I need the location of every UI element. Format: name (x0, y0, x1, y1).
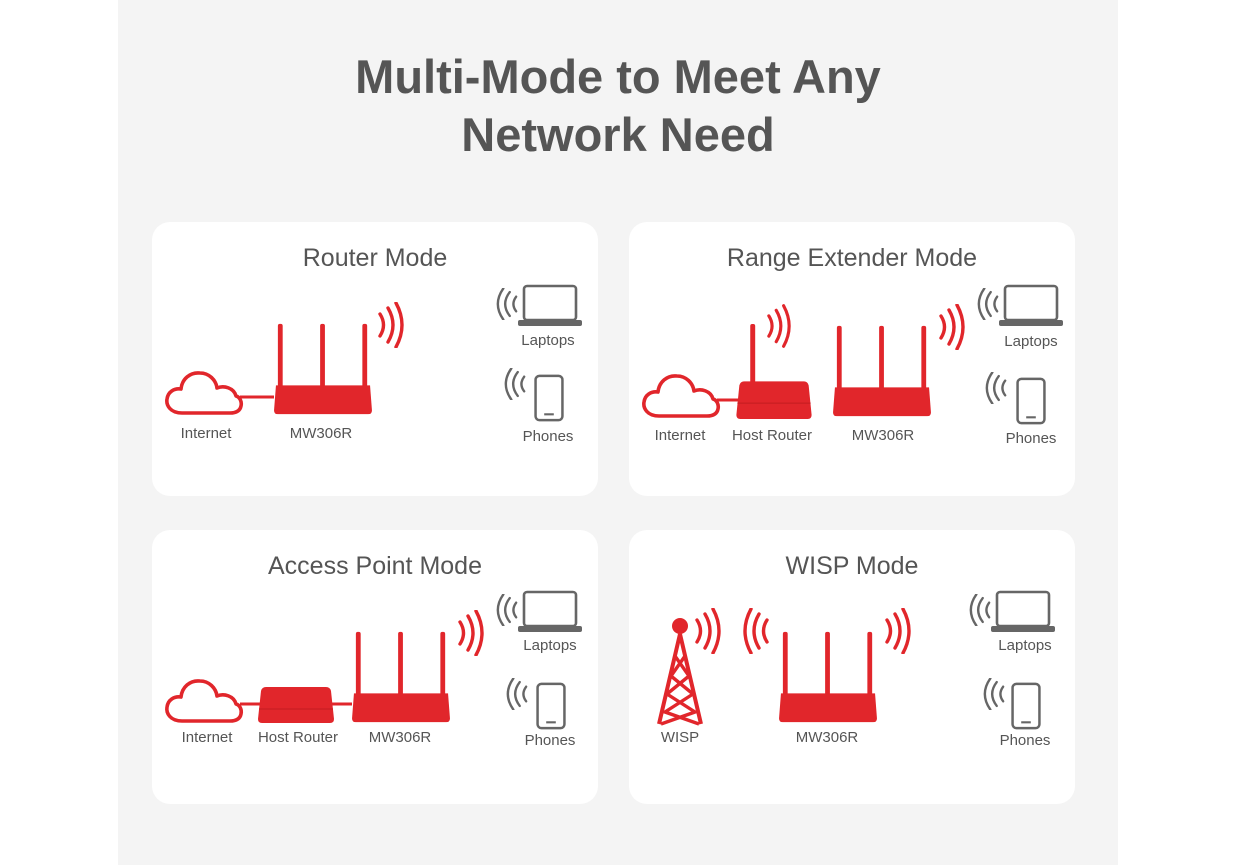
router-mode-card: Router Mode Internet MW306R Laptops Phon… (152, 222, 598, 496)
laptops-label: Laptops (523, 637, 577, 654)
internet-label: Internet (654, 427, 706, 444)
laptop-icon (518, 284, 582, 328)
internet-label: Internet (181, 729, 233, 746)
router-icon (833, 325, 931, 417)
phones-label: Phones (1005, 430, 1057, 447)
router-icon (779, 631, 877, 723)
card-title: Router Mode (302, 244, 448, 272)
card-title: Range Extender Mode (726, 244, 978, 272)
phones-label: Phones (522, 428, 574, 445)
wifi-waves-icon (378, 302, 404, 348)
access-point-mode-card: Access Point Mode Internet Host Router M… (152, 530, 598, 804)
host-router-label: Host Router (731, 427, 813, 444)
device-label: MW306R (795, 729, 859, 746)
wifi-waves-icon (767, 304, 791, 348)
wifi-waves-icon (985, 372, 1007, 404)
wifi-waves-icon (969, 594, 991, 626)
phone-icon (1016, 377, 1046, 425)
phones-label: Phones (999, 732, 1051, 749)
wifi-waves-icon (504, 368, 526, 400)
wifi-waves-icon (695, 608, 721, 654)
phone-icon (534, 374, 564, 422)
laptop-icon (518, 590, 582, 634)
device-label: MW306R (368, 729, 432, 746)
host-router-label: Host Router (257, 729, 339, 746)
device-label: MW306R (289, 425, 353, 442)
wisp-label: WISP (660, 729, 700, 746)
host-router-icon (258, 686, 334, 724)
wifi-waves-icon (458, 610, 484, 656)
range-extender-mode-card: Range Extender Mode Internet Host Router… (629, 222, 1075, 496)
cloud-icon (165, 371, 244, 415)
phone-icon (536, 682, 566, 730)
wifi-waves-icon (743, 608, 769, 654)
phone-icon (1011, 682, 1041, 730)
router-icon (274, 323, 372, 415)
device-label: MW306R (851, 427, 915, 444)
cloud-icon (642, 374, 721, 418)
wifi-waves-icon (983, 678, 1005, 710)
wifi-waves-icon (506, 678, 528, 710)
internet-label: Internet (180, 425, 232, 442)
wifi-waves-icon (939, 304, 965, 350)
phones-label: Phones (524, 732, 576, 749)
laptop-icon (999, 284, 1063, 328)
card-title: WISP Mode (785, 552, 919, 580)
laptops-label: Laptops (998, 637, 1052, 654)
page-title: Multi-Mode to Meet Any Network Need (118, 48, 1118, 164)
wifi-waves-icon (977, 288, 999, 320)
laptops-label: Laptops (1004, 333, 1058, 350)
wifi-waves-icon (885, 608, 911, 654)
host-router-icon (736, 323, 812, 420)
router-icon (352, 631, 450, 723)
card-title: Access Point Mode (268, 552, 482, 580)
wisp-mode-card: WISP Mode WISP MW306R Laptops Phones (629, 530, 1075, 804)
laptops-label: Laptops (521, 332, 575, 349)
tower-icon (657, 616, 703, 726)
wifi-waves-icon (496, 288, 518, 320)
cloud-icon (165, 679, 244, 723)
title-line-1: Multi-Mode to Meet Any (355, 50, 881, 103)
laptop-icon (991, 590, 1055, 634)
title-line-2: Network Need (461, 108, 775, 161)
wifi-waves-icon (496, 594, 518, 626)
